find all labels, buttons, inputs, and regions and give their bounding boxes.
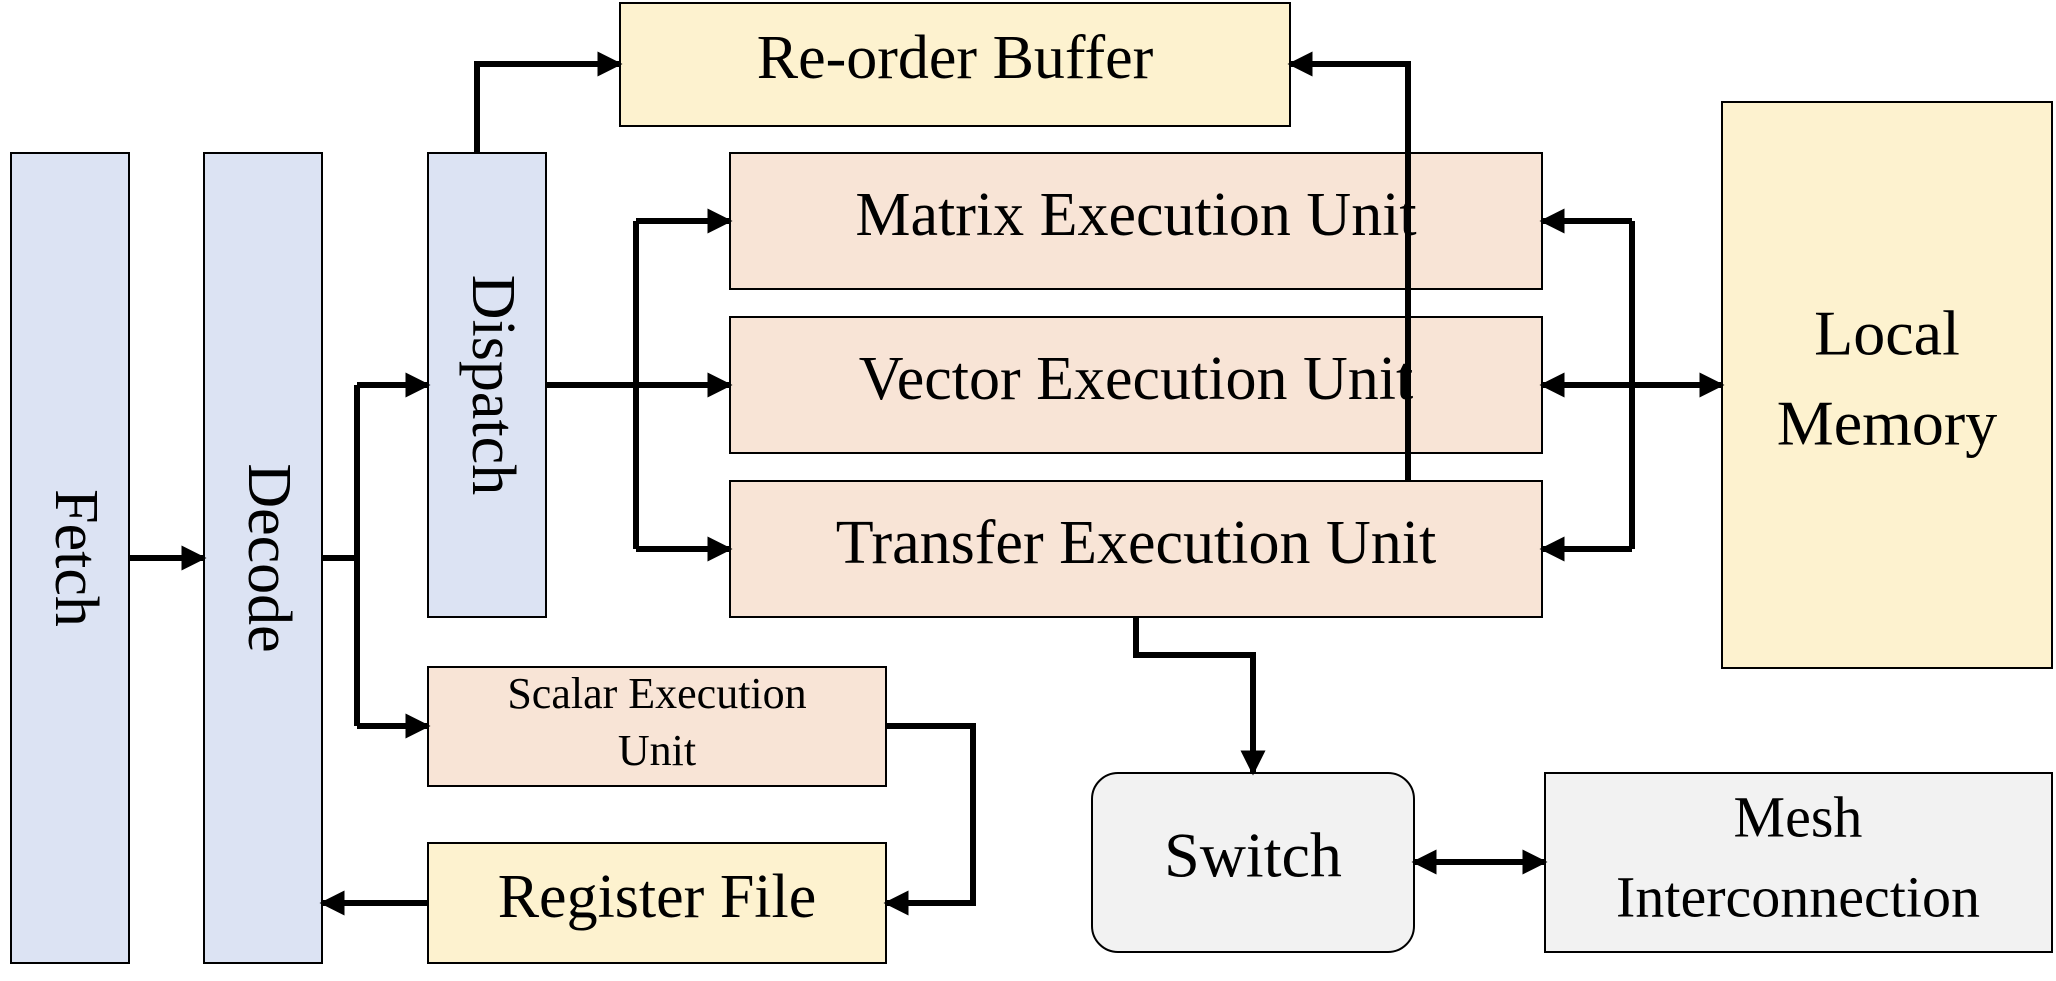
reorder-buffer-label: Re-order Buffer	[757, 24, 1154, 92]
scalar-execution-unit-label-line1: Scalar Execution	[507, 669, 806, 718]
reorder-buffer-block: Re-order Buffer	[619, 2, 1291, 127]
fetch-box	[10, 152, 130, 964]
vector-execution-unit-label: Vector Execution Unit	[859, 345, 1413, 413]
register-file-block: Register File	[427, 842, 887, 964]
arrow-transfer-unit-to-switch	[1133, 617, 1266, 776]
dispatch-block: Dispatch	[427, 152, 547, 618]
scalar-execution-unit-label-line2: Unit	[618, 726, 696, 775]
mesh-interconnection-box	[1544, 772, 2053, 953]
scalar-execution-unit-block: Scalar Execution Unit	[427, 666, 887, 787]
decode-label: Decode	[235, 463, 303, 652]
local-memory-block: Local Memory	[1721, 101, 2053, 669]
register-file-label: Register File	[498, 863, 817, 931]
transfer-execution-unit-label: Transfer Execution Unit	[836, 509, 1436, 577]
mesh-interconnection-block: Mesh Interconnection	[1544, 772, 2053, 953]
dispatch-box	[427, 152, 547, 618]
fetch-block: Fetch	[10, 152, 130, 964]
reorder-buffer-box	[619, 2, 1291, 127]
local-memory-label-line1: Local	[1814, 298, 1960, 369]
matrix-execution-unit-label: Matrix Execution Unit	[855, 181, 1416, 249]
mesh-interconnection-label-line2: Interconnection	[1616, 864, 1980, 929]
matrix-execution-unit-block: Matrix Execution Unit	[729, 152, 1543, 290]
mesh-interconnection-label-line1: Mesh	[1734, 784, 1863, 849]
switch-label: Switch	[1164, 820, 1342, 891]
arrow-execution-units-to-reorder-buffer	[1287, 51, 1411, 481]
local-memory-label-line2: Memory	[1777, 388, 1997, 459]
local-memory-box	[1721, 101, 2053, 669]
transfer-execution-unit-block: Transfer Execution Unit	[729, 480, 1543, 618]
fetch-label: Fetch	[42, 489, 110, 627]
vector-execution-unit-block: Vector Execution Unit	[729, 316, 1543, 454]
dispatch-label: Dispatch	[459, 275, 527, 495]
arrow-scalar-unit-to-register-file	[883, 723, 976, 916]
switch-block: Switch	[1091, 772, 1415, 953]
decode-box	[203, 152, 323, 964]
decode-block: Decode	[203, 152, 323, 964]
arrow-dispatch-to-reorder-buffer	[474, 51, 623, 153]
connectors	[129, 51, 1725, 916]
